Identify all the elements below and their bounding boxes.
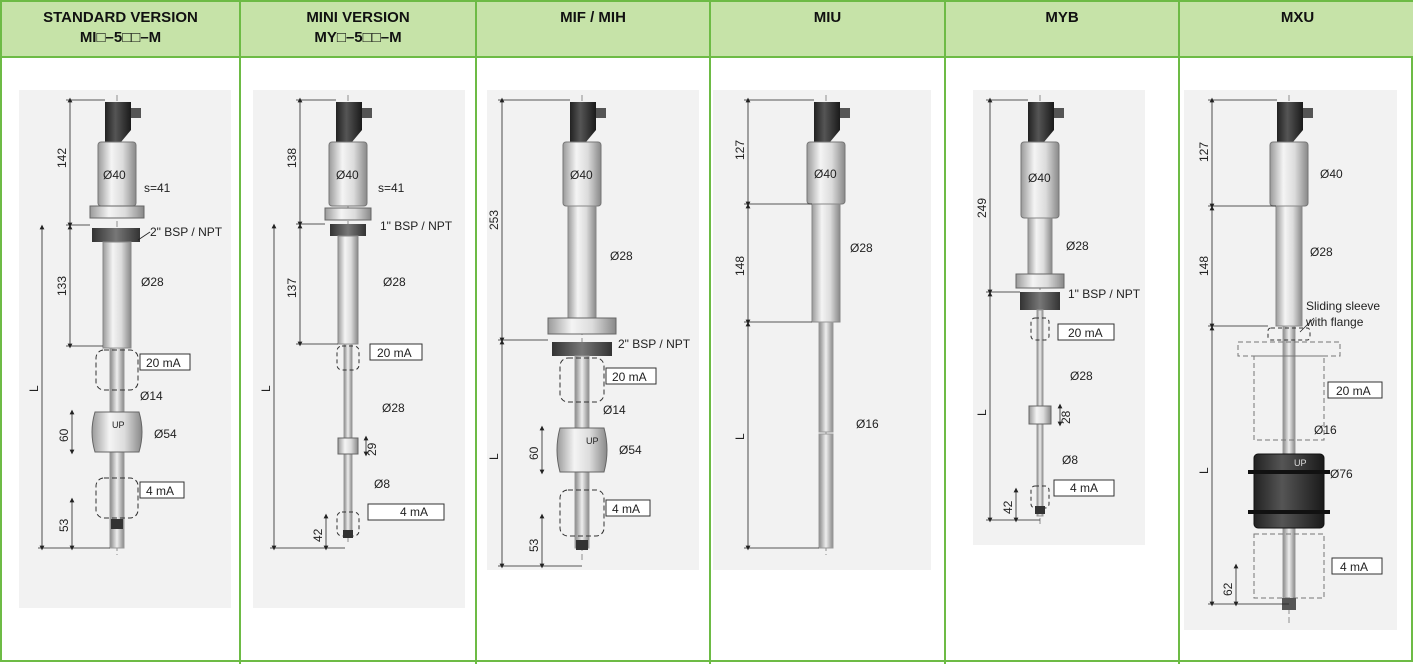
sensor-standard-version (89, 95, 145, 555)
dim-height-top: 253 (487, 210, 501, 230)
dim-bottom: 53 (57, 518, 71, 532)
dim-float-diameter: Ø54 (154, 427, 177, 441)
dim-rod-diameter: Ø14 (140, 389, 163, 403)
cell-mini-version (241, 58, 477, 664)
label-20ma: 20 mA (612, 370, 647, 384)
label-4ma: 4 mA (400, 505, 428, 519)
dim-tube-diameter: Ø28 (850, 241, 873, 255)
dim-bottom: 53 (527, 538, 541, 552)
dim-float-diameter: Ø28 (382, 401, 405, 415)
header-title: MINI VERSION (306, 9, 410, 26)
dim-rod-diameter: Ø14 (603, 403, 626, 417)
dim-height-mid: 148 (733, 256, 747, 276)
dim-head-diameter: Ø40 (814, 167, 837, 181)
dim-length: L (487, 453, 501, 460)
sensor-mif-mih (547, 95, 617, 560)
header-subtitle: MI□–5□□–M (79, 29, 162, 46)
header-standard-version: STANDARD VERSION MI□–5□□–M (2, 2, 241, 58)
dim-length: L (733, 433, 747, 440)
label-4ma: 4 mA (1070, 481, 1098, 495)
header-title: MIU (813, 9, 842, 26)
dim-height-top: 249 (975, 198, 989, 218)
header-mini-version: MINI VERSION MY□–5□□–M (241, 2, 477, 58)
label-4ma: 4 mA (612, 502, 640, 516)
dim-tube-diameter: Ø28 (383, 275, 406, 289)
dim-height-top: 142 (55, 148, 69, 168)
sensor-mxu (1237, 95, 1341, 625)
header-title: MIF / MIH (560, 9, 626, 26)
dim-thread: 1" BSP / NPT (380, 219, 453, 233)
dim-thread: 1" BSP / NPT (1068, 287, 1141, 301)
dim-tube-diameter: Ø28 (141, 275, 164, 289)
label-20ma: 20 mA (377, 346, 412, 360)
dim-bottom: 42 (311, 528, 325, 542)
dim-head-diameter: Ø40 (570, 168, 593, 182)
float-up-mark: UP (1294, 458, 1307, 468)
dim-bottom: 62 (1221, 582, 1235, 596)
dim-height-mid: 137 (285, 278, 299, 298)
dim-rod-diameter: Ø16 (1314, 423, 1337, 437)
dim-float-height: 28 (1059, 410, 1073, 424)
header-myb: MYB (946, 2, 1180, 58)
header-title: MYB (1045, 9, 1079, 26)
float-up-mark: UP (586, 436, 599, 446)
dim-spanner: s=41 (144, 181, 171, 195)
header-subtitle: MY□–5□□–M (314, 29, 402, 46)
dim-length: L (259, 385, 273, 392)
label-20ma: 20 mA (146, 356, 181, 370)
sensor-myb (1015, 95, 1065, 525)
header-title: STANDARD VERSION (43, 9, 198, 26)
dim-head-diameter: Ø40 (103, 168, 126, 182)
label-4ma: 4 mA (146, 484, 174, 498)
cell-standard-version (2, 58, 241, 664)
sensor-mini-version (324, 95, 372, 545)
header-title: MXU (1280, 9, 1315, 26)
label-sliding-sleeve: Sliding sleeve (1306, 299, 1380, 313)
dim-length: L (27, 385, 41, 392)
cell-miu (711, 58, 946, 664)
dim-spanner: s=41 (378, 181, 405, 195)
header-mxu: MXU (1180, 2, 1413, 58)
header-mif-mih: MIF / MIH (477, 2, 711, 58)
dim-head-diameter: Ø40 (1028, 171, 1051, 185)
dim-float-height: 29 (365, 442, 379, 456)
dim-float-height: 60 (527, 446, 541, 460)
dim-thread: 2" BSP / NPT (618, 337, 691, 351)
dim-thread: 2" BSP / NPT (150, 225, 223, 239)
dim-float-diameter: Ø28 (1070, 369, 1093, 383)
dim-tube-diameter: Ø28 (610, 249, 633, 263)
dim-height-top: 127 (733, 140, 747, 160)
dim-rod-diameter: Ø16 (856, 417, 879, 431)
dim-tube-diameter: Ø28 (1066, 239, 1089, 253)
label-20ma: 20 mA (1068, 326, 1103, 340)
dim-height-top: 138 (285, 148, 299, 168)
dim-head-diameter: Ø40 (1320, 167, 1343, 181)
dim-float-diameter: Ø76 (1330, 467, 1353, 481)
cell-mif-mih (477, 58, 711, 664)
dim-height-mid: 133 (55, 276, 69, 296)
dim-float-height: 60 (57, 428, 71, 442)
label-with-flange: with flange (1305, 315, 1364, 329)
dim-head-diameter: Ø40 (336, 168, 359, 182)
float-up-mark: UP (112, 420, 125, 430)
dim-length: L (975, 409, 989, 416)
header-miu: MIU (711, 2, 946, 58)
label-20ma: 20 mA (1336, 384, 1371, 398)
dim-height-top: 127 (1197, 142, 1211, 162)
dim-tube-diameter: Ø28 (1310, 245, 1333, 259)
sensor-miu (806, 95, 850, 555)
dim-rod-diameter: Ø8 (1062, 453, 1078, 467)
dim-height-mid: 148 (1197, 256, 1211, 276)
dim-bottom: 42 (1001, 500, 1015, 514)
dim-rod-diameter: Ø8 (374, 477, 390, 491)
dim-float-diameter: Ø54 (619, 443, 642, 457)
label-4ma: 4 mA (1340, 560, 1368, 574)
cell-myb (946, 58, 1180, 664)
dim-length: L (1197, 467, 1211, 474)
